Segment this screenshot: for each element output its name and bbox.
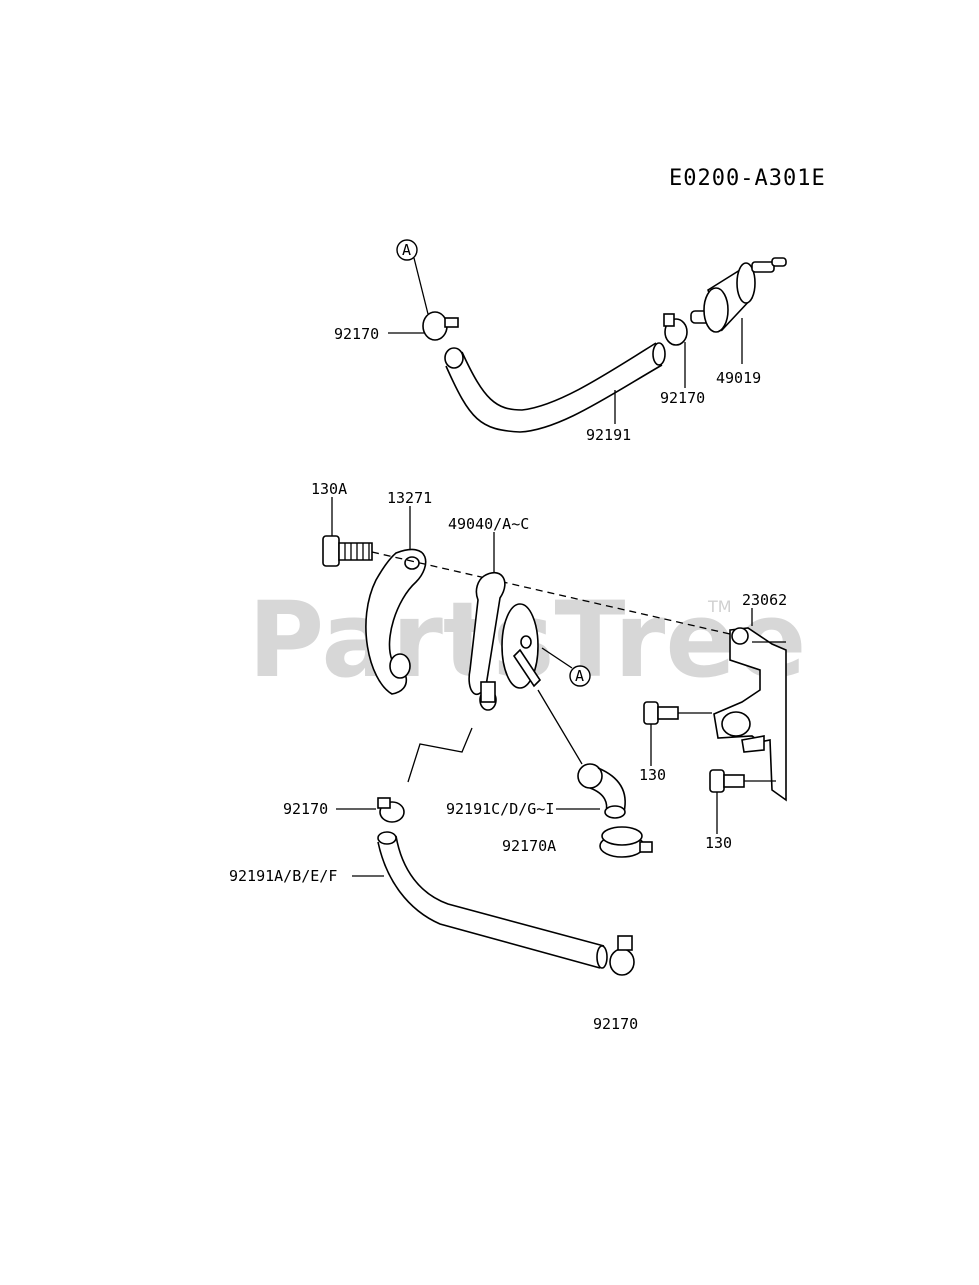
bracket [713,608,787,802]
alignment-line [371,551,731,635]
label-fuel-pump: 49040/A~C [448,515,529,533]
clamp-mid-left [336,797,405,823]
label-clamp-elbow: 92170A [502,837,556,855]
label-fuel-filter: 49019 [716,369,761,387]
fuel-pump [468,532,542,711]
watermark-trademark: TM [707,597,732,616]
label-clamp-upper-left: 92170 [334,325,379,343]
callout-a-lower: A [541,647,591,687]
bolt-130-upper [643,701,712,766]
bolt-130a [322,497,373,567]
fuel-filter [690,257,787,364]
label-hose-lower: 92191A/B/E/F [229,867,337,885]
label-clamp-mid-left: 92170 [283,800,328,818]
bolt-130-lower [709,769,776,834]
clamp-upper-left [388,311,459,341]
label-clamp-upper-right: 92170 [660,389,705,407]
label-bolt-130a: 130A [311,480,347,498]
label-bolt-130-upper: 130 [639,766,666,784]
hose-lower [352,831,608,969]
label-hose-elbow: 92191C/D/G~I [446,800,554,818]
clamp-bottom [609,935,635,976]
label-bracket: 23062 [742,591,787,609]
hose-elbow [537,689,626,819]
label-gasket: 13271 [387,489,432,507]
label-hose-upper: 92191 [586,426,631,444]
callout-a-upper-letter: A [402,241,411,259]
label-clamp-bottom: 92170 [593,1015,638,1033]
label-bolt-130-lower: 130 [705,834,732,852]
callout-a-upper: A [396,239,429,315]
clamp-elbow [599,826,653,858]
hose-upper [444,342,666,433]
clamp-upper-right [663,313,688,388]
diagram-code: E0200-A301E [669,166,826,191]
connection-indicator [407,727,473,783]
gasket [365,506,427,695]
callout-a-lower-letter: A [575,667,584,685]
